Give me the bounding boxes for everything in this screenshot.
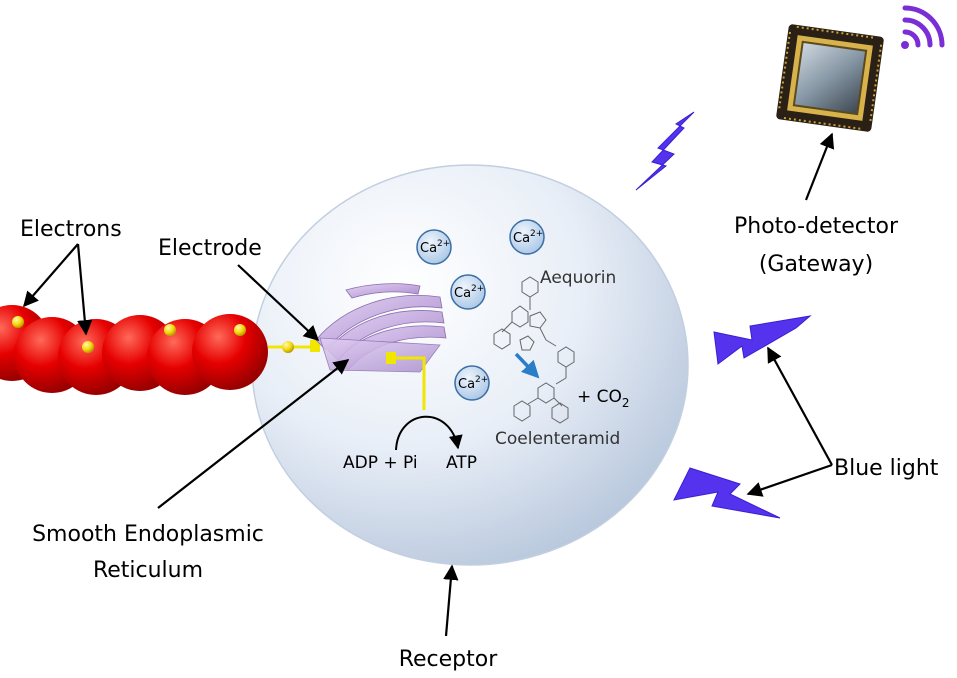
- wifi-signal-icon: [901, 5, 945, 49]
- aequorin-label: Aequorin: [540, 268, 616, 288]
- co2-label: + CO2: [577, 387, 630, 410]
- electrode-terminal: [386, 352, 396, 364]
- lightning-bolt-icon: [673, 467, 781, 519]
- electron-dot: [12, 316, 24, 328]
- atp-connector: [396, 356, 426, 410]
- coelenteramid-molecule: [513, 346, 575, 424]
- reticulum-label: Reticulum: [93, 558, 203, 583]
- electron-sphere: [192, 314, 268, 390]
- calcium-ion-1: [416, 229, 452, 265]
- photo-detector-arrow: [804, 132, 835, 201]
- electrons-arrow-right: [76, 243, 93, 336]
- smooth-er: [315, 283, 447, 373]
- receptor-arrow: [443, 564, 459, 637]
- aequorin-reaction-arrow: [514, 352, 540, 379]
- atp-reaction-arrow: [395, 415, 463, 451]
- receptor-cell: [251, 164, 689, 566]
- electrode-connector: [268, 340, 320, 353]
- co2-prefix: + CO: [577, 387, 622, 407]
- calcium-ion-3: [450, 274, 486, 310]
- electron-dot: [234, 324, 246, 336]
- electron-dot: [164, 324, 176, 336]
- electron-chain: [0, 305, 268, 395]
- pointer-arrows: [22, 132, 835, 637]
- calcium-ion-label: Ca2+: [513, 229, 543, 246]
- gateway-label: (Gateway): [759, 252, 873, 277]
- calcium-ion-2: [509, 219, 545, 255]
- receptor-label: Receptor: [399, 647, 499, 672]
- calcium-ion-4: [454, 365, 490, 401]
- lightning-bolt-icon: [635, 111, 695, 191]
- electron-dot: [282, 341, 294, 353]
- calcium-ion-label: Ca2+: [458, 375, 488, 392]
- electrode-arrow: [237, 264, 320, 342]
- smooth-er-label: Smooth Endoplasmic: [32, 522, 264, 547]
- photo-detector-label: Photo-detector: [734, 214, 899, 239]
- co2-subscript: 2: [622, 396, 630, 410]
- atp-label: ATP: [446, 453, 477, 473]
- adp-pi-label: ADP + Pi: [343, 453, 418, 473]
- calcium-ion-label: Ca2+: [420, 239, 450, 256]
- smooth-er-arrow: [157, 359, 350, 509]
- electron-dot: [82, 341, 94, 353]
- lightning-bolt-icon: [713, 315, 812, 365]
- photo-detector-chip-icon: [776, 24, 884, 132]
- calcium-ion-label: Ca2+: [454, 284, 484, 301]
- blue-light-arrow-upper: [767, 346, 833, 466]
- aequorin-molecule: [493, 276, 557, 351]
- blue-light-label: Blue light: [834, 456, 939, 481]
- coelenteramid-label: Coelenteramid: [495, 429, 620, 449]
- electrons-label: Electrons: [20, 217, 122, 242]
- electrode-label: Electrode: [158, 236, 262, 261]
- blue-light-arrow-lower: [746, 463, 833, 497]
- electrons-arrow-left: [22, 243, 79, 308]
